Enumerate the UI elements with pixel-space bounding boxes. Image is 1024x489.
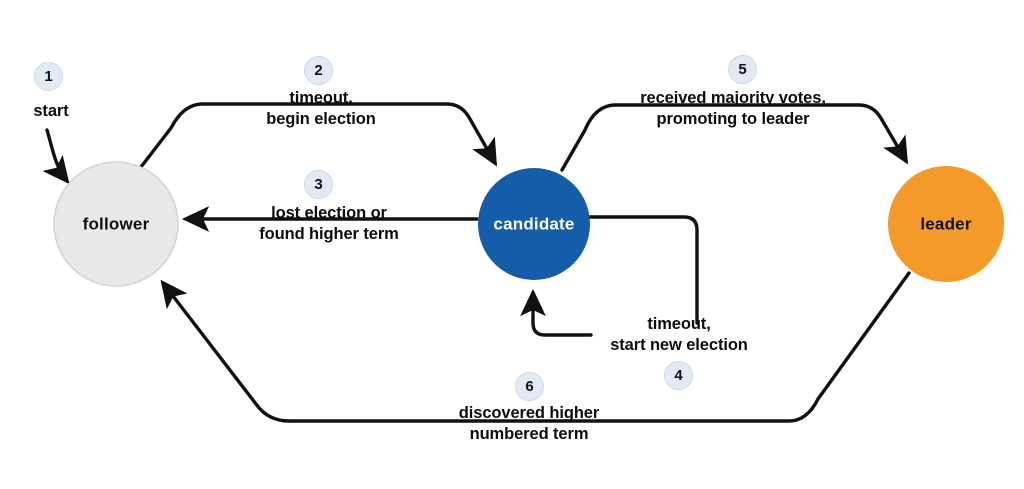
edge-label-lost-election: lost election or found higher term [259,204,399,243]
edge-start-to-follower [42,128,70,185]
edge-label-start: start [33,102,69,120]
edge-badge-4: 4 [664,361,693,390]
edge-candidate-self-loop [587,215,699,325]
edge-label-received-majority-votes: received majority votes, promoting to le… [640,89,826,128]
node-leader-circle [888,166,1004,282]
edge-leader-to-follower [160,271,911,423]
node-follower[interactable]: follower [53,161,179,287]
edge-badge-1: 1 [34,62,63,91]
edge-badge-5: 5 [728,55,757,84]
node-candidate-circle [478,168,590,280]
node-follower-circle [53,161,179,287]
edge-label-timeout-start-new-election: timeout, start new election [610,315,748,354]
edge-label-timeout-begin-election: timeout. begin election [266,89,376,128]
edge-candidate-to-leader [560,103,909,172]
node-leader-label: leader [920,215,971,234]
edge-badge-6: 6 [515,372,544,401]
node-follower-label: follower [83,215,150,234]
edge-label-discovered-higher-term: discovered higher numbered term [458,404,600,443]
edge-badge-2: 2 [304,56,333,85]
edge-candidate-self-loop-return [520,288,593,337]
node-candidate[interactable]: candidate [478,168,590,280]
edge-follower-to-candidate [139,102,498,169]
node-leader[interactable]: leader [888,166,1004,282]
node-candidate-label: candidate [493,215,574,234]
edge-badge-3: 3 [304,170,333,199]
